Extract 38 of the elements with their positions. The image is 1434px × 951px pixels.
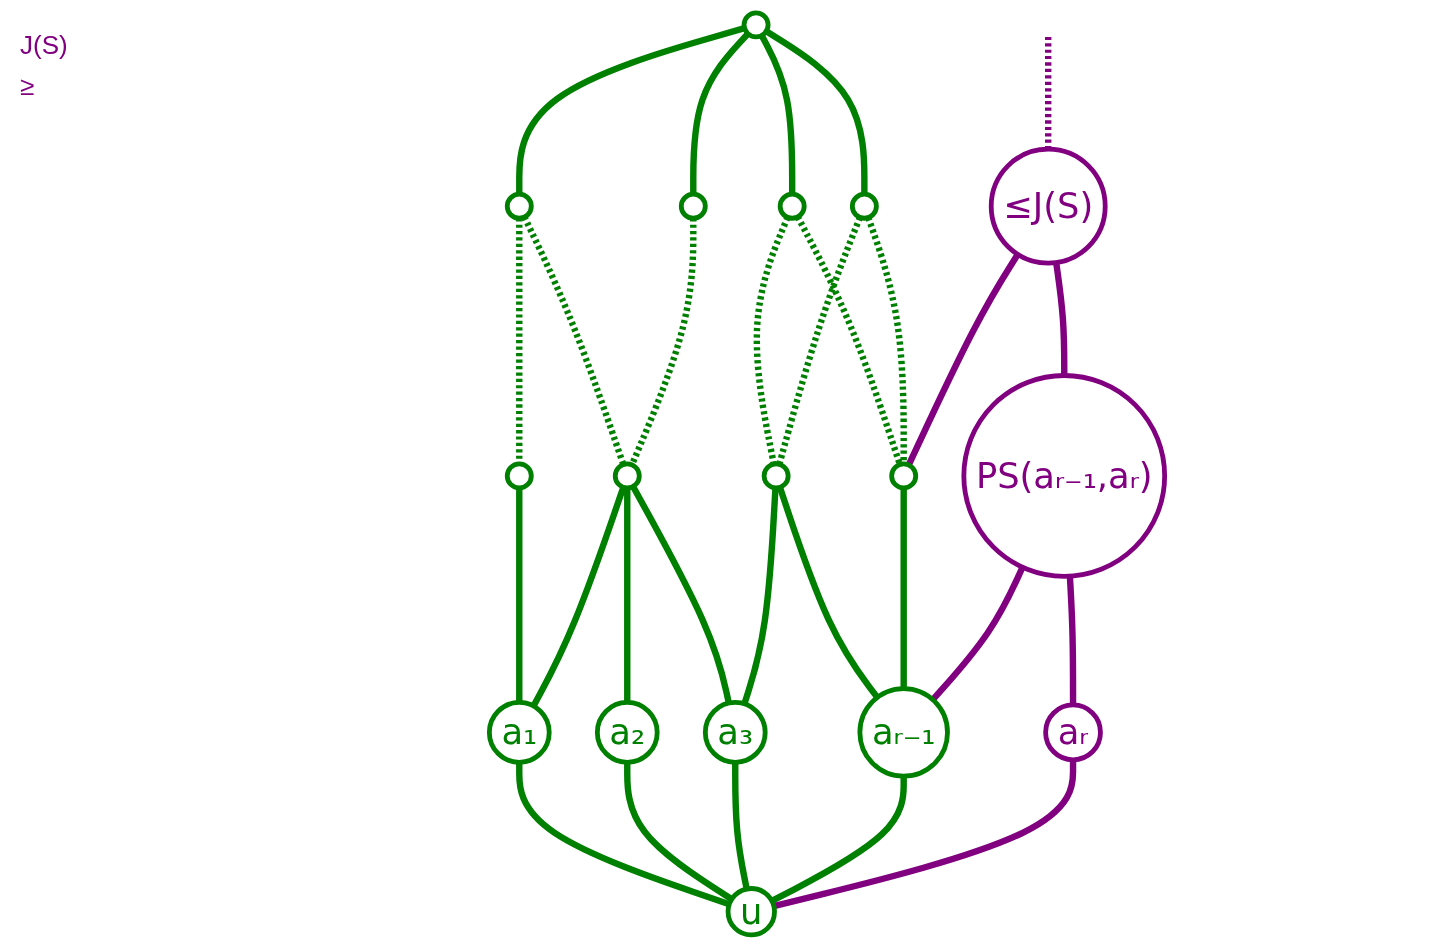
connector (776, 216, 863, 466)
connector (1066, 575, 1077, 705)
connector (1053, 262, 1068, 376)
node-circle: ≤J(S) (988, 146, 1108, 266)
connector (905, 252, 1021, 467)
connector (753, 216, 791, 465)
node-circle (612, 461, 642, 491)
node-circle (777, 191, 807, 221)
connector (530, 486, 627, 708)
node-circle (849, 191, 879, 221)
connector (764, 28, 868, 195)
connector (776, 486, 880, 700)
connector (794, 215, 903, 466)
math-label: J(S) (20, 30, 69, 61)
connector (624, 762, 734, 902)
node-circle (889, 461, 919, 491)
node-circle: a₁ (486, 700, 552, 765)
connector (1045, 36, 1052, 150)
connector (758, 34, 796, 195)
connector (732, 762, 750, 890)
connector (690, 31, 751, 195)
connector (900, 487, 907, 689)
connector (770, 776, 907, 904)
connector (516, 487, 523, 703)
node-circle: a₃ (702, 700, 768, 765)
node-circle: PS(aᵣ₋₁,aᵣ) (961, 373, 1168, 579)
connector (516, 25, 746, 195)
node-circle: aᵣ (1043, 702, 1103, 763)
node-circle (761, 461, 791, 491)
connector (630, 484, 732, 704)
node-circle (678, 191, 708, 221)
node-circle (504, 191, 534, 221)
node-circle: aᵣ₋₁ (857, 686, 950, 779)
node-circle (504, 461, 534, 491)
node-circle: u (725, 886, 777, 938)
node-circle (741, 10, 771, 40)
node-circle: a₂ (594, 700, 660, 765)
math-label: ≥ (20, 71, 36, 102)
